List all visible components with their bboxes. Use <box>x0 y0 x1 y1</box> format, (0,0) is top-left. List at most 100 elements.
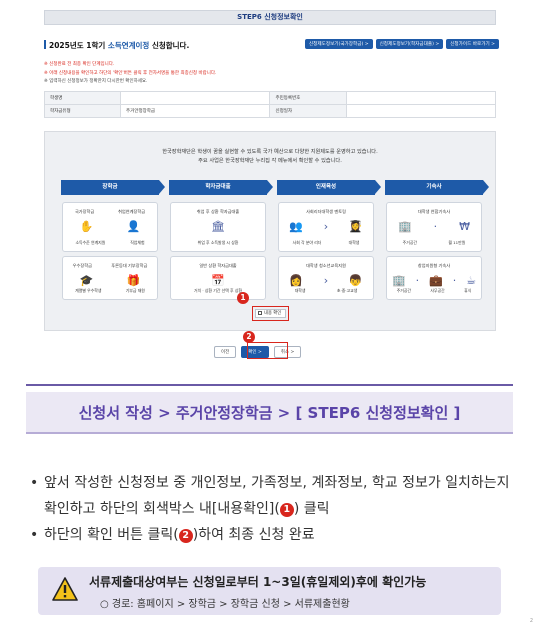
instruction-list: 앞서 작성한 신청정보 중 개인정보, 가족정보, 계좌정보, 학교 정보가 일… <box>30 470 520 548</box>
calendar-icon: 📅 <box>211 274 225 287</box>
section-heading: 신청서 작성 > 주거안정장학금 > [ STEP6 신청정보확인 ] <box>78 404 461 422</box>
coffee-icon: ☕ <box>466 274 476 287</box>
card-label: 사회 각 분야 리더 <box>292 240 322 245</box>
card-label: 주거공간 <box>402 240 417 245</box>
column-head-scholarship: 장학금 <box>61 180 165 195</box>
section-divider <box>26 384 513 386</box>
marker-1-badge: 1 <box>237 292 249 304</box>
gift-icon: 🎁 <box>126 274 141 287</box>
checkbox-square-icon <box>258 310 262 315</box>
table-cell: 신청일자 <box>269 104 347 118</box>
program-overview-box: 한국장학재단은 학생이 꿈을 실현할 수 있도록 국가 예산으로 다양한 지원제… <box>44 131 496 331</box>
title-bar-accent <box>44 40 46 49</box>
card-title: 대학생 연합기숙사 <box>417 209 451 214</box>
bullet-text: )하여 최종 신청 완료 <box>192 527 315 543</box>
dot-separator: · <box>433 220 438 233</box>
confirm-button[interactable]: 확인 > <box>241 346 269 358</box>
notice-line: ※ 입력하신 신청정보가 정확한지 다시한번 확인하세요. <box>44 79 148 84</box>
card-startup-dormitory: 창업지원형 기숙사 🏢 · 💼 · ☕ 주거공간 사무공간 휴식 <box>386 256 482 300</box>
warning-main-text: 서류제출대상여부는 신청일로부터 1~3일(휴일제외)후에 확인가능 <box>89 575 427 589</box>
bullet-text: 하단의 확인 버튼 클릭( <box>44 527 179 543</box>
marker-1-outline <box>252 306 289 321</box>
graduation-cap-icon: 🎓 <box>79 274 94 287</box>
card-title: 푸른등대 기부장학금 <box>111 263 148 268</box>
card-title: 사회리더대학생 멘토링 <box>306 209 346 214</box>
card-excellence-scholarship: 우수장학금 푸른등대 기부장학금 🎓 🎁 계열별 우수학생 기부금 재원 <box>62 256 158 300</box>
warning-icon <box>52 577 78 601</box>
card-general-loan: 일반 상환 학자금대출 📅 거치 · 상환 기간 선택 후 상환 <box>170 256 266 300</box>
intro-text: 한국장학재단은 학생이 꿈을 실현할 수 있도록 국가 예산으로 다양한 지원제… <box>45 148 495 166</box>
card-title: 국가장학금 <box>74 209 95 214</box>
card-title: 창업지원형 기숙사 <box>417 263 451 268</box>
table-cell: 주거안정장학금 <box>120 104 271 118</box>
dot-separator: · <box>452 274 457 287</box>
child-icon: 👦 <box>348 274 363 287</box>
guide-shortcut-button[interactable]: 신청가이드 바로가기 > <box>446 39 499 49</box>
intro-line: 한국장학재단은 학생이 꿈을 실현할 수 있도록 국가 예산으로 다양한 지원제… <box>162 149 378 155</box>
bank-building-icon: 🏛 <box>211 220 225 233</box>
card-label: 직업체험 <box>130 240 145 245</box>
bullet-text: 앞서 작성한 신청정보 중 개인정보, 가족정보, 계좌정보, 학교 정보가 일… <box>44 475 510 517</box>
dot-separator: · <box>415 274 420 287</box>
apply-title-suffix: 신청합니다. <box>149 41 190 50</box>
content-confirm-label: 내용 확인 <box>264 311 282 316</box>
national-scholarship-info-button[interactable]: 신청제도정보기(국가장학금) > <box>304 39 373 49</box>
marker-2-inline-badge: 2 <box>178 529 193 543</box>
student-loan-info-button[interactable]: 신청제도정보기(학자금대출) > <box>375 39 444 49</box>
column-head-loan: 학자금대출 <box>169 180 273 195</box>
table-cell: 학자금유형 <box>43 104 122 118</box>
briefcase-icon: 💼 <box>429 274 443 287</box>
table-cell <box>345 104 497 118</box>
warning-path-text: ○ 경로: 홈페이지 > 장학금 > 장학금 신청 > 서류제출현황 <box>100 599 350 610</box>
section-heading-bar: 신청서 작성 > 주거안정장학금 > [ STEP6 신청정보확인 ] <box>26 392 513 434</box>
content-confirm-checkbox[interactable]: 내용 확인 <box>255 309 286 318</box>
marker-2-badge: 2 <box>243 331 255 343</box>
list-item: 앞서 작성한 신청정보 중 개인정보, 가족정보, 계좌정보, 학교 정보가 일… <box>30 470 520 522</box>
group-icon: 👥 <box>289 220 304 233</box>
card-title: 취업 후 상환 학자금대출 <box>196 209 240 214</box>
notice-line: ※ 아래 신청내용을 확인하고 하단의 '확인'버튼 클릭 후 전자서명을 통한… <box>44 70 217 76</box>
application-screenshot: STEP6 신청정보확인 2025년도 1학기 소득연계이정 신청합니다. 신청… <box>43 10 499 359</box>
building-icon: 🏢 <box>397 220 412 233</box>
chevron-right-icon: › <box>323 274 329 287</box>
card-label: 초·중·고교생 <box>336 288 358 293</box>
intro-line: 주요 사업은 한국장학재단 누리집 각 메뉴에서 확인할 수 있습니다. <box>198 158 342 164</box>
marker-2-outline <box>247 342 288 359</box>
card-title: 취업연계장학금 <box>118 209 146 214</box>
table-cell: 학생명 <box>43 91 122 105</box>
column-head-talent: 인재육성 <box>277 180 381 195</box>
card-title: 우수장학금 <box>72 263 92 268</box>
apply-title-highlight: 소득연계이정 <box>107 41 150 50</box>
card-label: 계열별 우수학생 <box>75 288 102 293</box>
card-label: 주거공간 <box>396 288 412 293</box>
won-icon: ₩ <box>459 220 471 233</box>
mentor-icon: 👩 <box>289 274 304 287</box>
top-button-group: 신청제도정보기(국가장학금) > 신청제도정보기(학자금대출) > 신청가이드 … <box>304 39 499 49</box>
notice-block: ※ 신청완료 전 최종 확인 단계입니다. ※ 아래 신청내용을 확인하고 하단… <box>44 61 216 87</box>
table-cell <box>345 91 497 105</box>
card-title: 일반 상환 학자금대출 <box>199 263 237 268</box>
notice-line: ※ 신청완료 전 최종 확인 단계입니다. <box>44 62 115 67</box>
card-label: 취업 후 소득발생 시 상환 <box>197 240 239 245</box>
prev-button[interactable]: 이전 <box>214 346 237 358</box>
hand-coin-icon: ✋ <box>79 220 94 233</box>
card-label: 거치 · 상환 기간 선택 후 상환 <box>193 288 243 293</box>
chevron-right-icon: › <box>323 220 329 233</box>
table-cell: 주민등록번호 <box>269 91 347 105</box>
card-icl-loan: 취업 후 상환 학자금대출 🏛 취업 후 소득발생 시 상환 <box>170 202 266 252</box>
column-head-dormitory: 기숙사 <box>385 180 489 195</box>
building-icon: 🏢 <box>391 274 406 287</box>
card-label: 기부금 재원 <box>125 288 145 293</box>
card-label: 대학생 <box>294 288 306 293</box>
card-label: 사무공간 <box>430 288 445 293</box>
card-label: 소득수준 연계지원 <box>75 240 106 245</box>
table-cell <box>120 91 271 105</box>
card-label: 휴식 <box>464 288 472 293</box>
page-number: 2 <box>529 618 533 624</box>
card-label: 대학생 <box>348 240 360 245</box>
table-row: 학생명 주민등록번호 <box>43 91 497 105</box>
